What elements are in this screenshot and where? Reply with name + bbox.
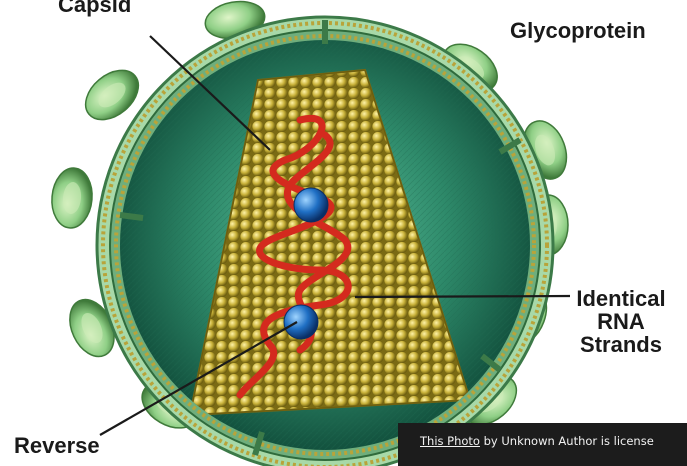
rna-label-line-2: RNA: [560, 310, 682, 333]
glycoprotein-knob: [49, 166, 94, 229]
rna-label-line-3: Strands: [560, 333, 682, 356]
attribution-text: by Unknown Author is license: [480, 434, 654, 448]
rna-strands-label: Identical RNA Strands: [560, 287, 682, 356]
attribution-bar: This Photo by Unknown Author is license: [398, 423, 687, 466]
capsid-label: Capsid: [58, 0, 131, 16]
reverse-transcriptase-label: Reverse: [14, 434, 100, 457]
photo-source-link[interactable]: This Photo: [420, 434, 480, 448]
rna-label-line-1: Identical: [560, 287, 682, 310]
glycoprotein-label: Glycoprotein: [510, 19, 646, 42]
